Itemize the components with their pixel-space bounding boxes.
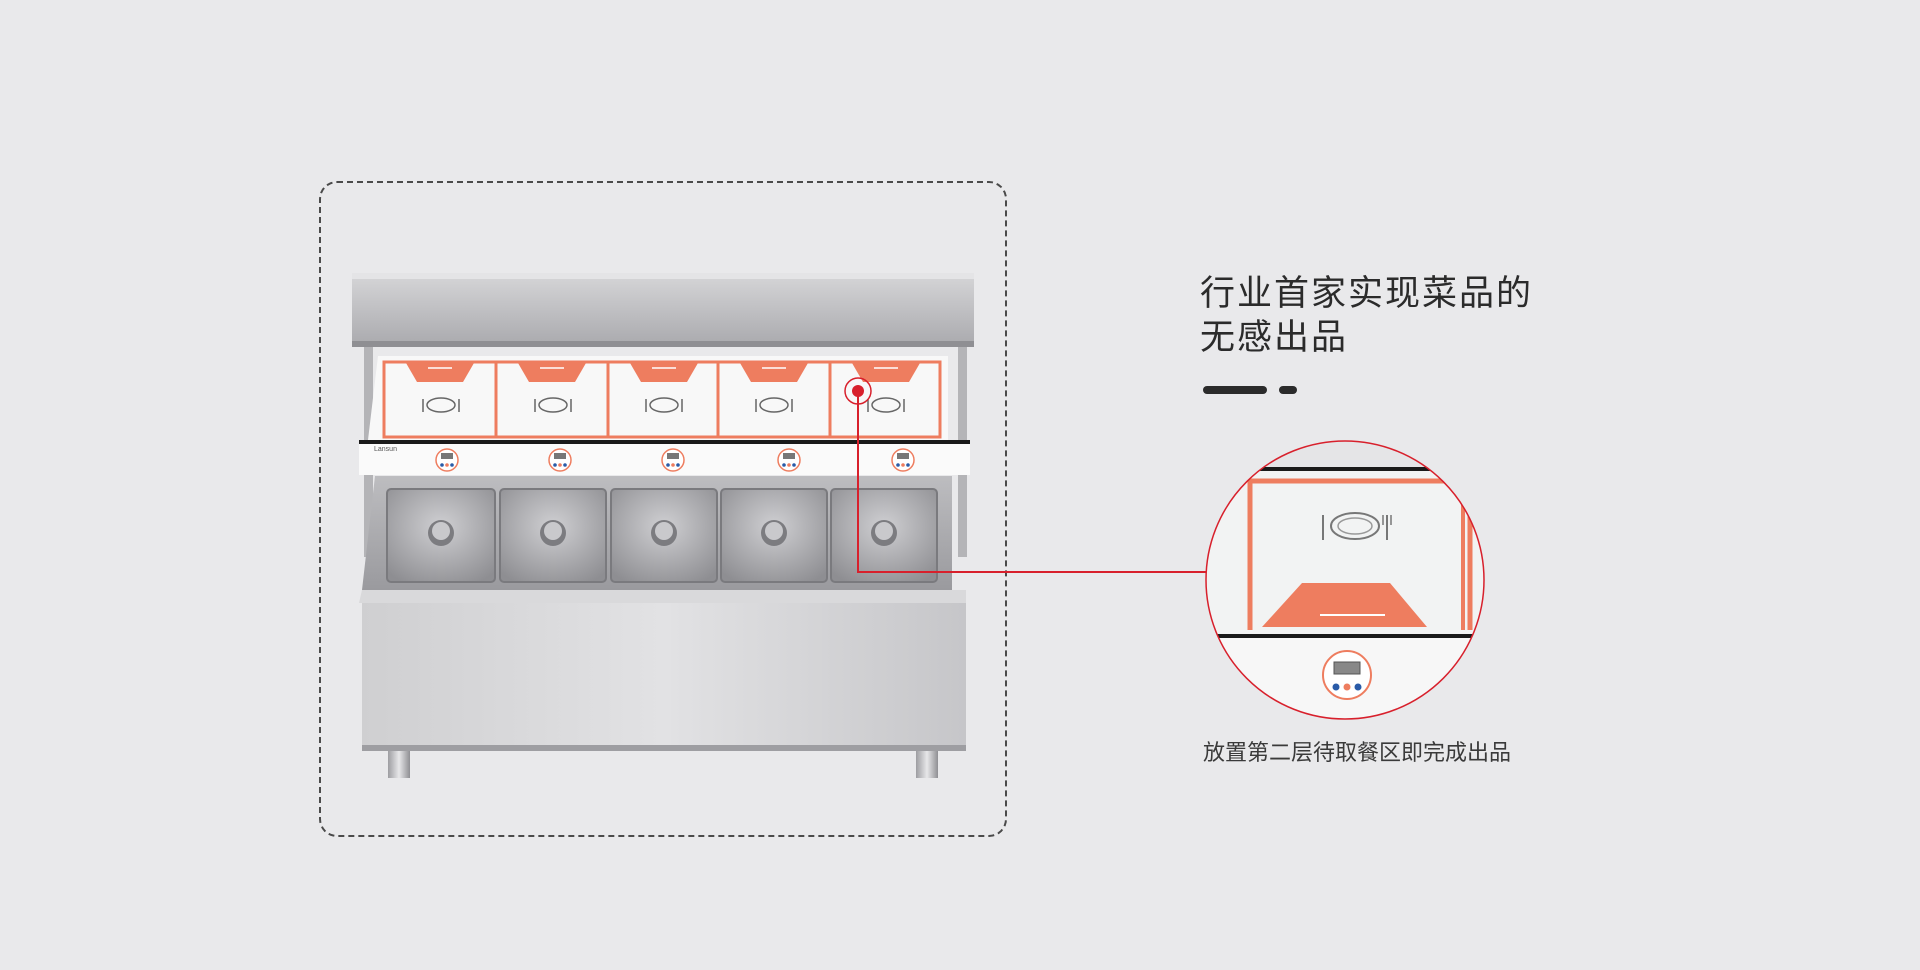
control-panel-icon bbox=[777, 448, 801, 472]
headline: 行业首家实现菜品的 无感出品 bbox=[1200, 272, 1533, 360]
control-panel-icon bbox=[1322, 650, 1372, 700]
shelf-compartment bbox=[828, 360, 942, 439]
control-panel-icon bbox=[661, 448, 685, 472]
product-frame bbox=[319, 181, 1007, 837]
headline-line-1: 行业首家实现菜品的 bbox=[1200, 274, 1534, 314]
headline-line-2: 无感出品 bbox=[1200, 318, 1349, 358]
food-pan bbox=[610, 488, 718, 583]
plate-icon bbox=[1330, 512, 1380, 540]
pickup-shelf bbox=[359, 356, 970, 444]
counter-body bbox=[359, 476, 966, 778]
callout-connector bbox=[844, 377, 1206, 573]
brand-logo: Lansun bbox=[374, 446, 397, 453]
control-panel-icon bbox=[435, 448, 459, 472]
food-pan bbox=[720, 488, 828, 583]
zoom-detail bbox=[1205, 440, 1485, 720]
food-pan bbox=[830, 488, 938, 583]
control-panel-icon bbox=[548, 448, 572, 472]
zoom-caption: 放置第二层待取餐区即完成出品 bbox=[1203, 741, 1512, 766]
accent-bar-short bbox=[1279, 386, 1297, 394]
food-pan bbox=[386, 488, 496, 583]
accent-bar-long bbox=[1203, 386, 1267, 394]
control-panel-icon bbox=[891, 448, 915, 472]
control-strip: Lansun bbox=[359, 444, 970, 475]
counter-leg bbox=[916, 751, 938, 778]
shelf-compartment bbox=[382, 360, 498, 439]
shelf-compartment bbox=[606, 360, 720, 439]
knife-icon bbox=[1382, 515, 1392, 540]
counter-leg bbox=[388, 751, 410, 778]
food-pan bbox=[499, 488, 607, 583]
